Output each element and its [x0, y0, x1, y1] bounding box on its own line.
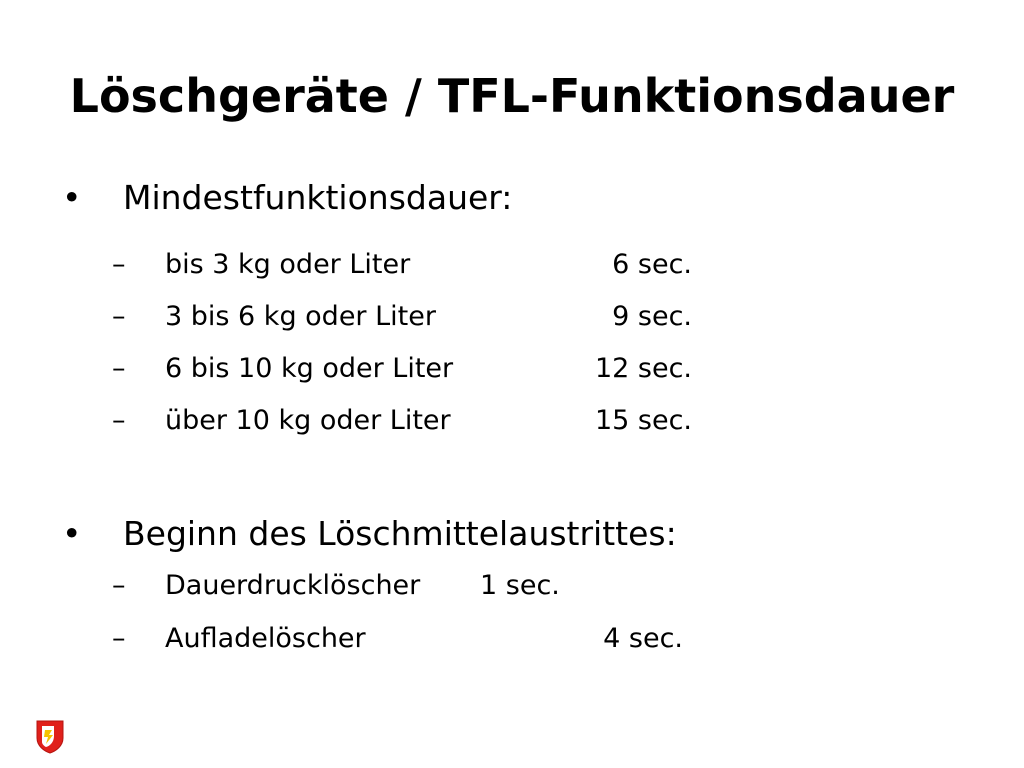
item-value: 9 sec.	[612, 301, 692, 332]
dash-mark: –	[112, 623, 126, 654]
item-value: 15 sec.	[594, 405, 692, 436]
list-item: – über 10 kg oder Liter 15 sec.	[112, 403, 732, 439]
dash-mark: –	[112, 405, 126, 436]
item-label: 6 bis 10 kg oder Liter	[165, 353, 454, 384]
section-heading-text: Mindestfunktionsdauer:	[123, 178, 513, 217]
list-item: – Aufladelöscher 4 sec.	[112, 621, 732, 657]
bullet-mark: •	[62, 178, 82, 217]
item-value: 4 sec.	[603, 623, 683, 654]
item-label: über 10 kg oder Liter	[165, 405, 451, 436]
coat-of-arms-icon	[36, 720, 64, 754]
dash-mark: –	[112, 249, 126, 280]
dash-mark: –	[112, 570, 126, 601]
list-item: – 6 bis 10 kg oder Liter 12 sec.	[112, 351, 732, 387]
dash-mark: –	[112, 301, 126, 332]
item-value: 6 sec.	[612, 249, 692, 280]
item-value: 1 sec.	[480, 570, 560, 601]
section-heading-text: Beginn des Löschmittelaustrittes:	[123, 514, 677, 553]
item-label: Aufladelöscher	[165, 623, 366, 654]
dash-mark: –	[112, 353, 126, 384]
item-label: 3 bis 6 kg oder Liter	[165, 301, 436, 332]
list-item: – Dauerdrucklöscher 1 sec.	[112, 568, 732, 604]
slide-title: Löschgeräte / TFL-Funktionsdauer	[69, 69, 955, 123]
item-label: Dauerdrucklöscher	[165, 570, 421, 601]
bullet-mark: •	[62, 514, 82, 553]
item-label: bis 3 kg oder Liter	[165, 249, 411, 280]
list-item: – 3 bis 6 kg oder Liter 9 sec.	[112, 299, 732, 335]
list-item: – bis 3 kg oder Liter 6 sec.	[112, 247, 732, 283]
item-value: 12 sec.	[594, 353, 692, 384]
